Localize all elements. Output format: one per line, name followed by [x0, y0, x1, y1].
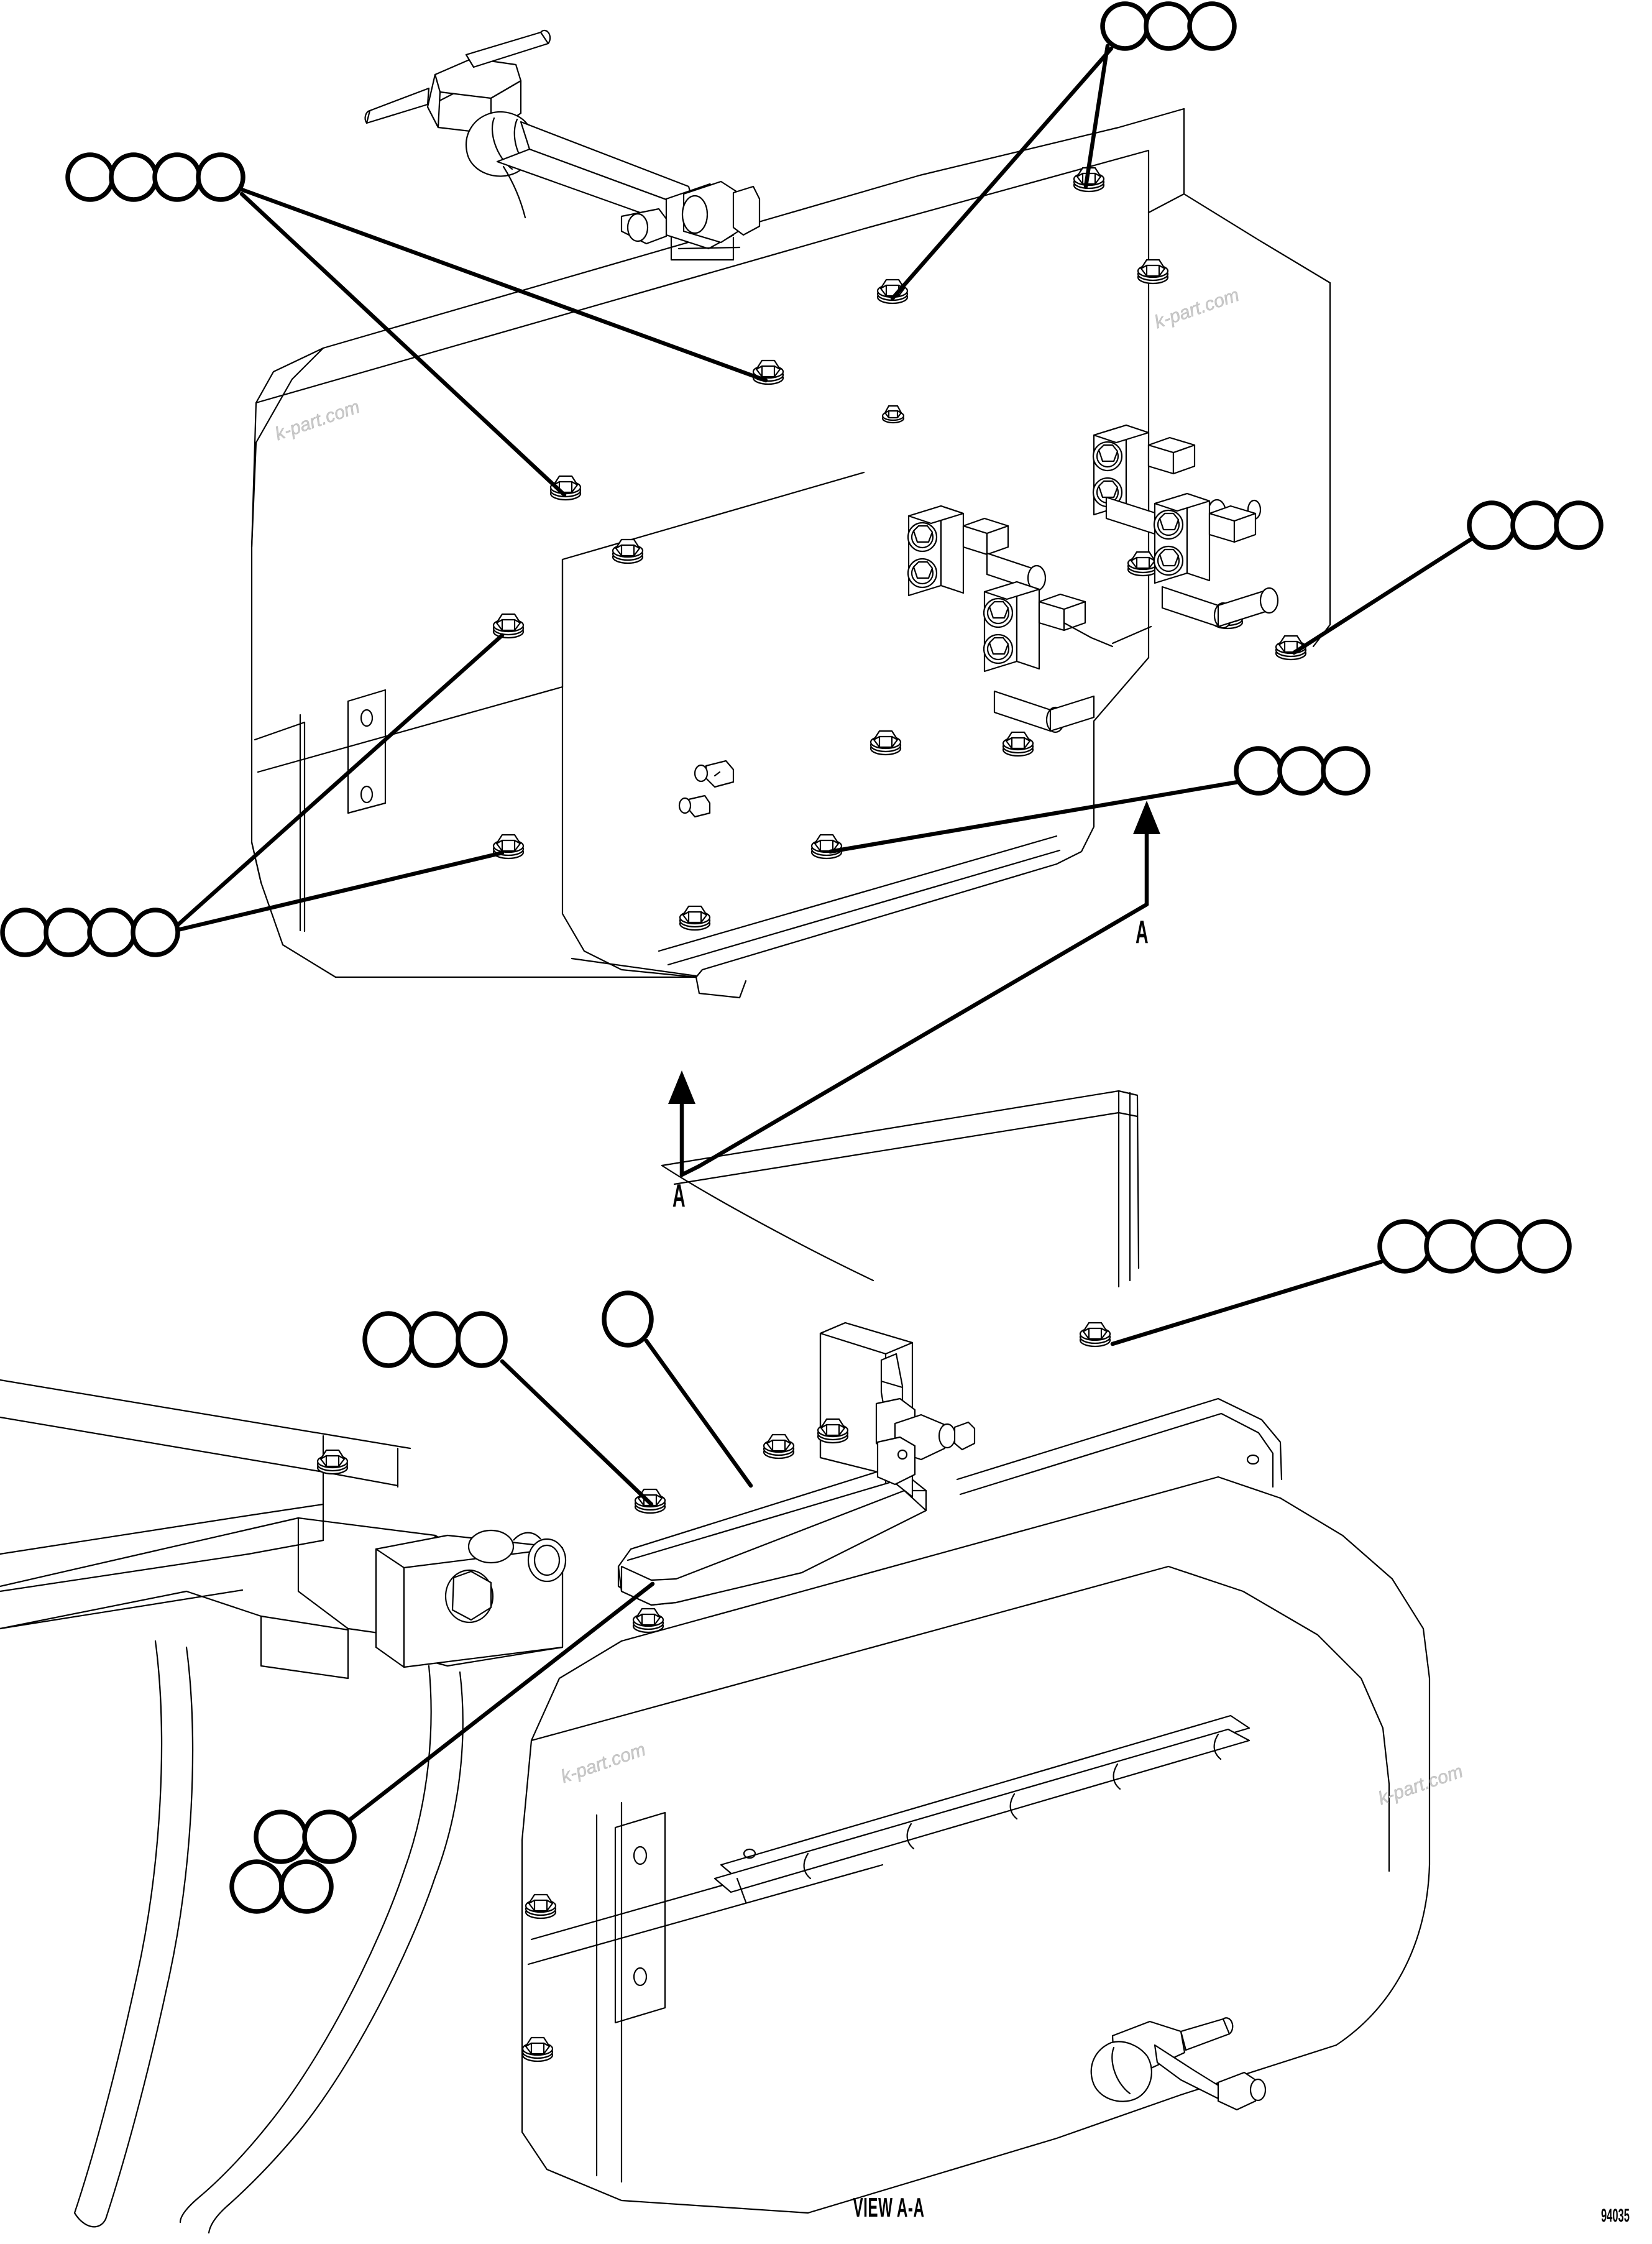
bolt: [316, 1449, 349, 1475]
callout-bubble: [1424, 1219, 1479, 1274]
hydraulic-fitting-block-b: [983, 581, 1095, 733]
bolt: [1002, 731, 1034, 757]
callout-bubble: [196, 152, 246, 202]
callout-bubble: [1554, 500, 1604, 550]
bolt: [492, 613, 525, 639]
callout-bubble: [1517, 1219, 1572, 1274]
frame-mount-block: [375, 1529, 567, 1668]
section-letter-lower-left: A: [672, 1178, 686, 1214]
callout-bubble: [1100, 1, 1150, 51]
section-arrow-left: [668, 1070, 702, 1177]
callout-bubble: [1321, 746, 1370, 796]
bolt: [881, 405, 905, 424]
callout-leaders-section: [347, 1259, 1384, 1823]
drain-plug-cluster: [678, 760, 735, 818]
callout-bubble: [409, 1311, 461, 1368]
bolt: [870, 730, 902, 756]
callout-bubble: [362, 1311, 415, 1368]
callout-bubbles-section: [229, 1219, 1572, 1914]
callout-leaders-main: [175, 44, 1473, 932]
bolt: [679, 905, 711, 931]
page-number: 94035: [1601, 2205, 1630, 2226]
callout-bubble: [1144, 1, 1193, 51]
valve-handle: [875, 1353, 976, 1486]
view-title: VIEW A-A: [853, 2192, 925, 2223]
callout-bubble: [1471, 1219, 1525, 1274]
bolt: [525, 1893, 557, 1920]
bolt: [810, 834, 843, 860]
section-tank-box: [521, 1397, 1431, 2214]
bolt: [1127, 551, 1159, 577]
callout-bubble: [254, 1809, 308, 1864]
callout-bubble: [456, 1311, 508, 1368]
callout-bubble: [1467, 500, 1517, 550]
callout-bubble: [152, 152, 202, 202]
hydraulic-fitting-block-d: [1153, 492, 1279, 629]
callout-bubble: [1377, 1219, 1432, 1274]
bolt: [632, 1607, 664, 1634]
callout-bubble: [1277, 746, 1327, 796]
callout-bubble: [229, 1859, 284, 1914]
callout-bubble: [602, 1290, 654, 1348]
callout-bubble: [109, 152, 158, 202]
callout-bubble: [131, 908, 180, 957]
bolt: [752, 359, 784, 385]
callout-bubble: [279, 1859, 334, 1914]
bolt: [1079, 1322, 1111, 1348]
bolt: [763, 1433, 795, 1460]
bolt: [521, 2036, 554, 2062]
section-view-a-a-drawing: [0, 1090, 1572, 2234]
callout-bubble: [1510, 500, 1560, 550]
hydraulic-fitting-block-a: [907, 505, 1047, 597]
latch-handle-assembly: [364, 29, 761, 261]
section-arrow-right: [697, 801, 1160, 1169]
callout-bubble: [87, 908, 137, 957]
callout-bubble: [302, 1809, 357, 1864]
callout-bubbles-main: [0, 1, 1604, 957]
callout-bubble: [44, 908, 93, 957]
callout-bubble: [1234, 746, 1283, 796]
main-assembly-drawing: [0, 1, 1604, 1177]
callout-bubble: [0, 908, 50, 957]
callout-bubble: [65, 152, 115, 202]
section-letter-upper-right: A: [1136, 914, 1149, 950]
bolt: [1137, 259, 1169, 285]
section-latch-handle: [1090, 2017, 1267, 2111]
callout-bubble: [1187, 1, 1237, 51]
